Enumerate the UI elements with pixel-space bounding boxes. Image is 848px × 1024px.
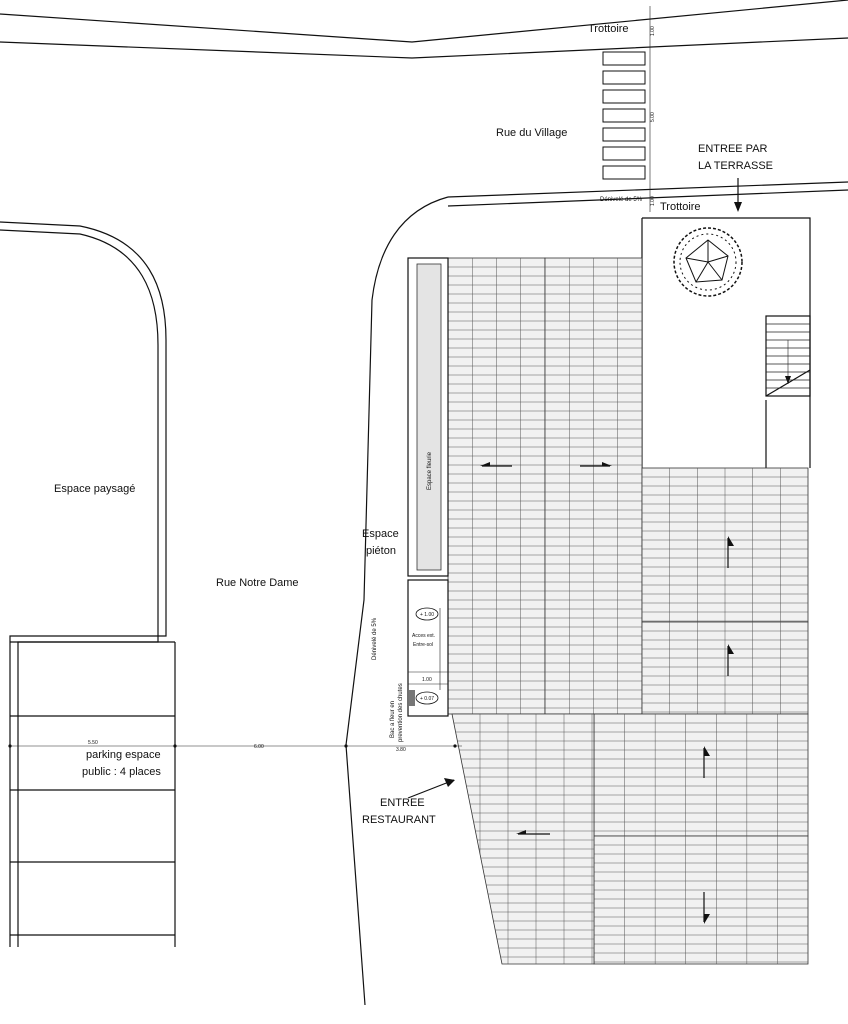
dim-trottoire-bottom: 1.00 (650, 196, 656, 206)
label-trottoire-bottom: Trottoire (660, 201, 701, 213)
label-level-2: + 0.07 (420, 696, 434, 702)
label-entree-terrasse-1: ENTREE PAR (698, 143, 768, 155)
espace-fleurie-planter (407, 257, 449, 577)
label-espace-pieton-2: piéton (366, 545, 396, 557)
label-espace-pieton-1: Espace (362, 528, 399, 540)
label-acces-2: Entre-sol (413, 642, 433, 648)
dimension-line-horizontal (8, 744, 462, 748)
rue-du-village-edges (0, 0, 848, 207)
dim-road-width: 5.00 (650, 112, 656, 122)
crosswalk-stripe (602, 165, 646, 180)
dim-trottoire-top: 1.00 (650, 26, 656, 36)
label-bac-2: prevention des chutes (398, 683, 404, 742)
terrace-tiles-e (593, 713, 809, 837)
crosswalk-stripe (602, 108, 646, 123)
label-espace-paysage: Espace paysagé (54, 483, 135, 495)
label-denivele-left: Dénivelé de 5% (372, 617, 378, 660)
terrace-tiles-a (447, 257, 546, 715)
label-parking-1: parking espace (86, 749, 161, 761)
label-espace-fleurie: Espace fleurie (427, 451, 433, 490)
terrace-tiles-d (641, 621, 809, 715)
espace-paysage-boundary (0, 221, 167, 947)
dim-pieton: 3.80 (396, 747, 406, 753)
terrace-tiles-trapezoid (451, 713, 595, 965)
dim-road-notre-dame: 6.00 (254, 744, 264, 750)
dim-parking-depth: 5.50 (88, 740, 98, 746)
slope-arrows (480, 462, 734, 924)
crosswalk-stripe (602, 51, 646, 66)
terrace-tiles-f (593, 835, 809, 965)
label-rue-du-village: Rue du Village (496, 127, 567, 139)
label-rue-notre-dame: Rue Notre Dame (216, 577, 299, 589)
label-parking-2: public : 4 places (82, 766, 161, 778)
crosswalk-stripe (602, 127, 646, 142)
tree-symbol (673, 227, 743, 297)
staircase (765, 315, 811, 397)
label-denivele-top: Dénivelé de 5% (600, 197, 643, 203)
crosswalk (602, 51, 646, 180)
rue-notre-dame-right-edge (345, 196, 449, 1006)
label-entree-restaurant-1: ENTREE (380, 797, 425, 809)
crosswalk-stripe (602, 146, 646, 161)
label-entree-restaurant-2: RESTAURANT (362, 814, 436, 826)
label-trottoire-top: Trottoire (588, 23, 629, 35)
crosswalk-stripe (602, 89, 646, 104)
terrace-tiles-c (641, 467, 809, 623)
terrace-tiles-b (544, 257, 643, 715)
entree-restaurant-arrow (407, 778, 455, 799)
tiled-terraces (447, 257, 809, 965)
label-acces-1: Acces ext. (412, 633, 435, 639)
dim-acces-width: 1.00 (422, 677, 432, 683)
building-outline (641, 217, 811, 468)
crosswalk-stripe (602, 70, 646, 85)
label-level-1: + 1.00 (420, 612, 434, 618)
label-bac-1: Bac a fleur en (390, 701, 396, 738)
parking-area (10, 641, 176, 947)
label-entree-terrasse-2: LA TERRASSE (698, 160, 773, 172)
acces-entre-sol (407, 579, 449, 717)
entree-terrasse-arrow (734, 178, 742, 212)
